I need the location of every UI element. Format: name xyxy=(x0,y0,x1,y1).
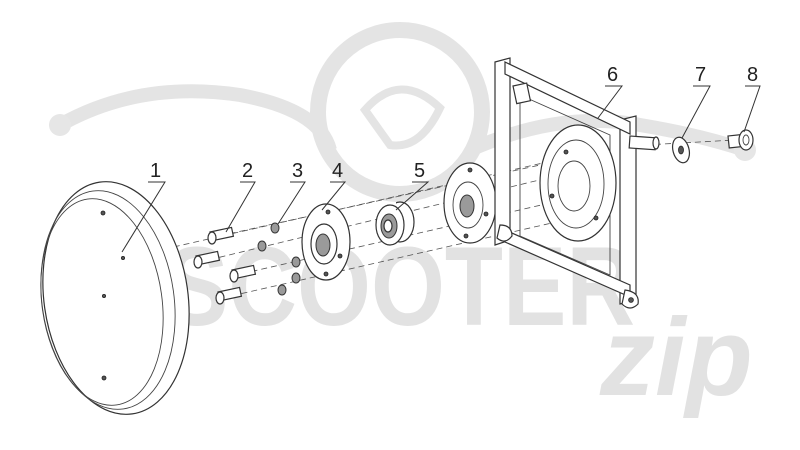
bolt xyxy=(207,226,235,245)
callout-2: 2 xyxy=(225,160,256,233)
watermark-script-text: zip xyxy=(599,296,753,419)
callout-1: 1 xyxy=(121,160,166,253)
frame-mount-inner xyxy=(547,139,605,229)
frame-foot-left xyxy=(496,224,513,242)
nut-hole xyxy=(742,134,750,146)
pulley-hole xyxy=(101,375,107,381)
leader-line-6 xyxy=(597,85,623,119)
pulley-rim-outer xyxy=(42,181,190,415)
callouts: 1 2 3 4 5 6 7 8 xyxy=(121,64,761,253)
flange-hole xyxy=(483,211,489,217)
frame-shaft-end xyxy=(652,136,660,150)
frame-shaft xyxy=(628,135,657,151)
frame-hole xyxy=(593,215,599,221)
callout-7: 7 xyxy=(681,64,711,139)
washer xyxy=(291,272,301,284)
part-bearing-hub xyxy=(301,203,351,281)
part-bolts xyxy=(193,226,257,305)
hub-bore xyxy=(315,233,331,257)
watermark-logo: SCOOTER zip xyxy=(49,22,756,419)
axis-main xyxy=(124,149,601,259)
watermark-mirror-left xyxy=(49,114,71,136)
part-flange-plate xyxy=(443,162,497,244)
frame-mount-bore xyxy=(557,160,591,212)
callout-8: 8 xyxy=(743,64,761,133)
frame-top-rail xyxy=(504,61,631,135)
frame-mount-ring xyxy=(539,124,617,242)
pulley-hole xyxy=(121,255,126,260)
washer-large-hole xyxy=(678,145,684,155)
callout-6: 6 xyxy=(597,64,623,119)
part-washers xyxy=(257,222,301,296)
part-mounting-frame xyxy=(494,57,660,309)
flange-bore xyxy=(459,194,475,218)
hub-hole xyxy=(323,271,329,277)
callout-label-2: 2 xyxy=(242,160,253,182)
leader-line-1 xyxy=(121,181,166,253)
axis-shaft xyxy=(644,139,736,146)
bolt xyxy=(215,286,243,305)
frame-foot-hole xyxy=(628,297,634,303)
frame-left-bar xyxy=(494,57,511,246)
hub-hole xyxy=(325,209,331,215)
watermark-brand-text: SCOOTER xyxy=(165,224,635,349)
frame-hole xyxy=(549,193,555,199)
nut-head xyxy=(738,129,754,151)
watermark-face xyxy=(359,85,445,150)
callout-4: 4 xyxy=(321,160,347,211)
leader-line-7 xyxy=(681,85,711,139)
callout-label-4: 4 xyxy=(332,160,343,182)
leader-line-2 xyxy=(225,181,256,233)
flange-hole xyxy=(467,167,473,173)
washer xyxy=(257,240,267,252)
washer xyxy=(270,222,280,234)
leader-line-5 xyxy=(395,181,430,211)
flange-ring xyxy=(452,181,484,229)
leader-line-8 xyxy=(743,85,761,133)
watermark-scooter-front xyxy=(56,84,337,153)
watermark-ring xyxy=(310,22,490,202)
callout-label-1: 1 xyxy=(150,160,161,182)
pulley-hole xyxy=(102,293,107,298)
callout-label-3: 3 xyxy=(292,160,303,182)
hub-hole xyxy=(337,253,343,259)
callout-label-6: 6 xyxy=(607,64,618,86)
callout-5: 5 xyxy=(395,160,430,211)
frame-hole xyxy=(563,149,569,155)
bolt xyxy=(229,264,257,283)
callout-label-5: 5 xyxy=(414,160,425,182)
part-ball-bearing xyxy=(375,201,415,246)
part-nut xyxy=(727,129,754,151)
part-washer-large xyxy=(671,136,691,164)
bearing-bore xyxy=(383,219,393,233)
flange-hole xyxy=(463,233,469,239)
callout-label-7: 7 xyxy=(695,64,706,86)
part-pulley-disc xyxy=(40,181,190,415)
pulley-hole xyxy=(100,210,106,216)
washer xyxy=(277,284,287,296)
frame-plate xyxy=(519,94,611,276)
callout-label-8: 8 xyxy=(747,64,758,86)
callout-3: 3 xyxy=(277,160,306,225)
bolt xyxy=(193,250,221,269)
washer xyxy=(291,256,301,268)
pulley-face xyxy=(40,198,164,406)
frame-bracket xyxy=(512,82,532,105)
leader-line-3 xyxy=(277,181,306,225)
leader-line-4 xyxy=(321,181,347,211)
